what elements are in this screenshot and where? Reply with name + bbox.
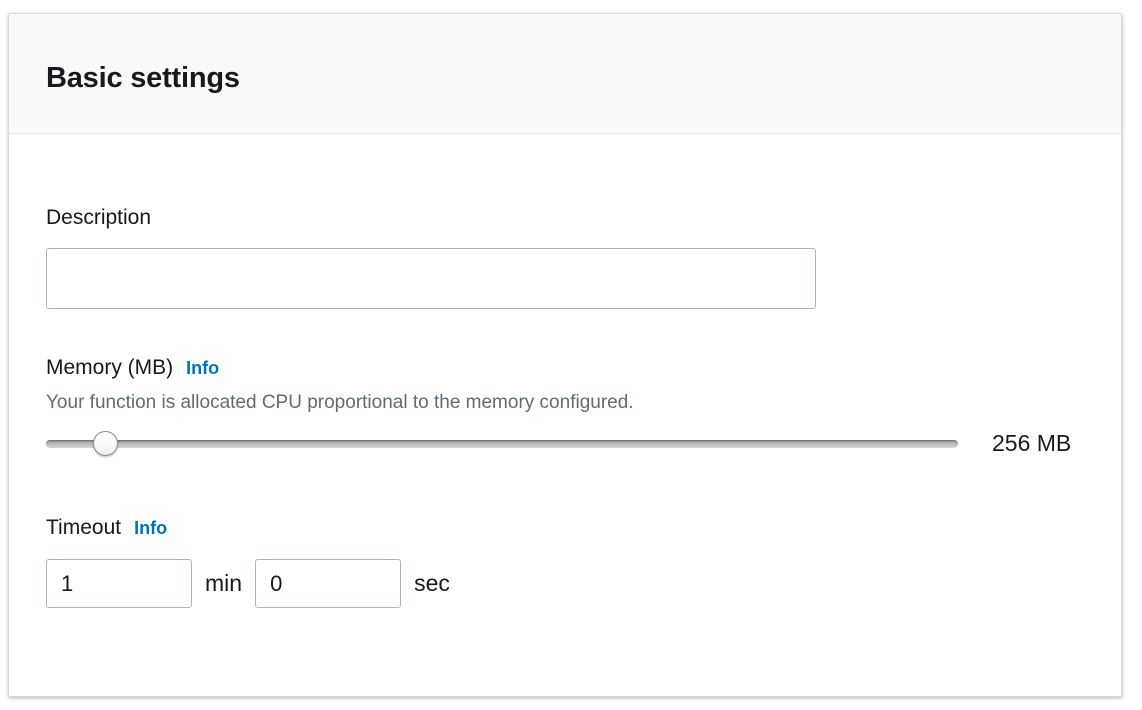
- card-body: Description Memory (MB) Info Your functi…: [9, 135, 1121, 696]
- timeout-label-row: Timeout Info: [46, 517, 167, 538]
- memory-label: Memory (MB): [46, 356, 174, 379]
- timeout-seconds-unit: sec: [414, 570, 450, 596]
- timeout-minutes-input[interactable]: [46, 559, 192, 608]
- basic-settings-card: Basic settings Description Memory (MB) I…: [8, 13, 1122, 697]
- memory-label-row: Memory (MB) Info: [46, 357, 219, 378]
- memory-help-text: Your function is allocated CPU proportio…: [46, 392, 634, 413]
- memory-info-link[interactable]: Info: [186, 358, 220, 378]
- timeout-seconds-input[interactable]: [255, 559, 402, 608]
- memory-slider-thumb[interactable]: [93, 431, 118, 456]
- description-label: Description: [46, 206, 152, 229]
- memory-slider-track[interactable]: [46, 440, 958, 448]
- timeout-label: Timeout: [46, 516, 122, 539]
- memory-slider[interactable]: [46, 426, 958, 460]
- memory-value-display: 256 MB: [992, 430, 1072, 456]
- timeout-info-link[interactable]: Info: [134, 518, 168, 538]
- card-header: Basic settings: [9, 14, 1121, 134]
- timeout-minutes-unit: min: [205, 570, 243, 596]
- page-title: Basic settings: [46, 62, 240, 94]
- description-input[interactable]: [46, 248, 816, 309]
- timeout-row: min sec: [46, 559, 463, 608]
